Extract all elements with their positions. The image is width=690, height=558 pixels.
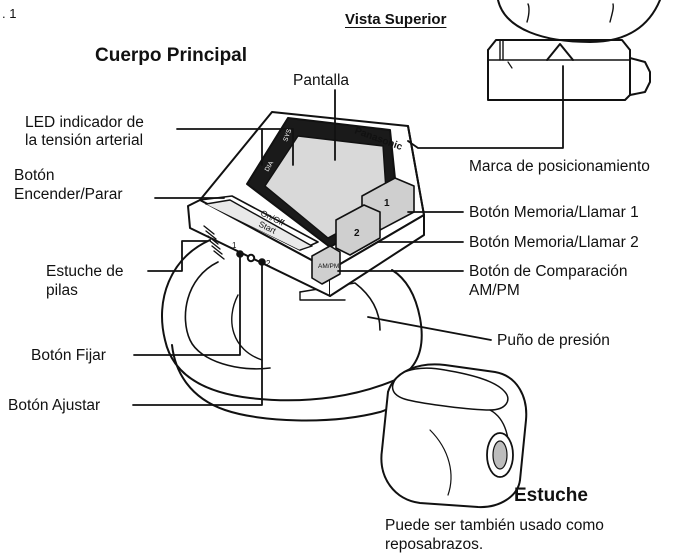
compare-mark: AM/PM [318, 263, 339, 270]
leader-lines [132, 65, 564, 406]
sys-led-mark: SYS [282, 127, 293, 142]
top-view-heading: Vista Superior [345, 11, 447, 28]
led-label-line1: LED indicador de [25, 114, 144, 131]
memory2-button-label: Botón Memoria/Llamar 2 [469, 234, 639, 251]
memory2-mark: 2 [354, 228, 360, 239]
cuff-label: Puño de presión [497, 332, 610, 349]
case-heading: Estuche [514, 485, 588, 506]
figure-number: . 1 [2, 6, 17, 21]
set-button-label: Botón Fijar [31, 347, 106, 364]
case-note-line2: reposabrazos. [385, 536, 484, 553]
screen-label: Pantalla [293, 72, 350, 89]
memory1-mark: 1 [384, 198, 390, 209]
memory1-button-label: Botón Memoria/Llamar 1 [469, 204, 639, 221]
main-body-illustration [161, 111, 425, 422]
battery-case-label-line2: pilas [46, 282, 78, 299]
adjust-button-label: Botón Ajustar [8, 397, 101, 414]
led-label-line2: la tensión arterial [25, 132, 144, 149]
main-body-heading: Cuerpo Principal [95, 45, 248, 66]
compare-button-label-line1: Botón de Comparación [469, 263, 628, 280]
position-mark-label: Marca de posicionamiento [469, 158, 650, 175]
compare-button-label-line2: AM/PM [469, 282, 520, 299]
power-button-label-line1: Botón [14, 167, 55, 184]
case-illustration [380, 363, 528, 509]
power-button-label-line2: Encender/Parar [14, 186, 123, 203]
set-button-mark: 1 [232, 241, 237, 250]
case-note-line1: Puede ser también usado como [385, 517, 604, 534]
top-view-illustration [487, 0, 661, 101]
battery-case-label-line1: Estuche de [46, 263, 124, 280]
adjust-button-mark: 2 [266, 259, 271, 268]
dia-led-mark: DIA [264, 160, 276, 173]
